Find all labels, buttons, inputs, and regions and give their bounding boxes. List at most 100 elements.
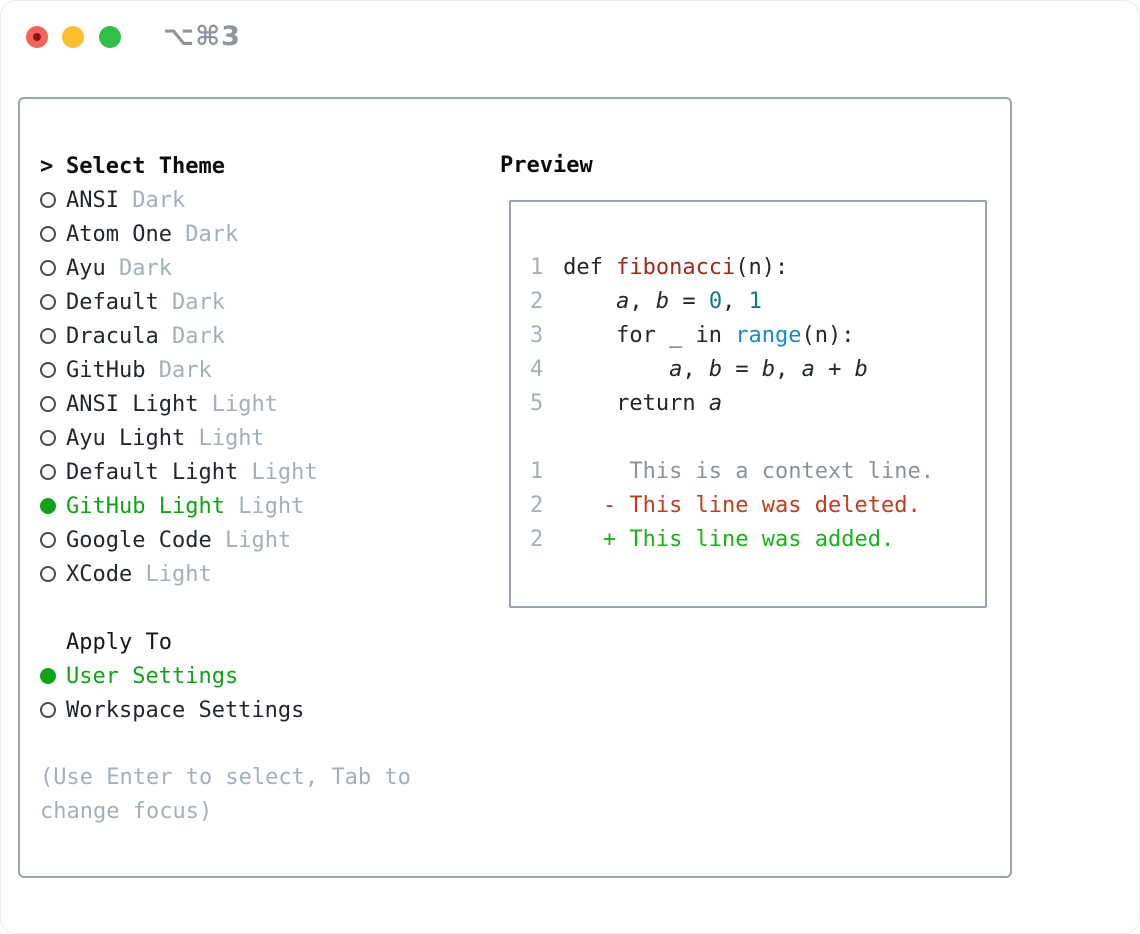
code-text: - This line was deleted. (563, 493, 921, 518)
code-line: 4 a, b = b, a + b (530, 353, 977, 387)
theme-name: XCode (66, 561, 146, 587)
theme-list-item[interactable]: XCode Light (40, 557, 480, 591)
code-line: 2 a, b = 0, 1 (530, 285, 977, 319)
titlebar: ⌥⌘3 (0, 0, 1140, 74)
theme-variant: Dark (132, 187, 186, 213)
line-number: 4 (530, 357, 544, 382)
code-line: 2 + This line was added. (530, 523, 977, 557)
radio-icon (40, 192, 56, 208)
theme-variant: Light (198, 425, 265, 451)
theme-list-item[interactable]: Default Dark (40, 285, 480, 319)
theme-list-item[interactable]: Atom One Dark (40, 217, 480, 251)
code-line: 3 for _ in range(n): (530, 319, 977, 353)
radio-icon (40, 226, 56, 242)
theme-list-item[interactable]: Default Light Light (40, 455, 480, 489)
theme-variant: Dark (185, 221, 239, 247)
radio-icon (40, 532, 56, 548)
radio-icon (40, 464, 56, 480)
spacer (40, 591, 480, 625)
theme-list-item[interactable]: ANSI Dark (40, 183, 480, 217)
theme-name: Default Light (66, 459, 252, 485)
theme-variant: Light (238, 493, 305, 519)
line-number: 2 (530, 527, 544, 552)
preview-box: 1 def fibonacci(n): 2 a, b = 0, 1 3 for _… (509, 200, 987, 608)
window-shortcut-title: ⌥⌘3 (163, 21, 241, 52)
theme-name: Google Code (66, 527, 225, 553)
apply-to-list: User Settings Workspace Settings (40, 659, 480, 727)
theme-list-item[interactable]: GitHub Dark (40, 353, 480, 387)
minimize-button[interactable] (62, 26, 84, 48)
close-button[interactable] (26, 26, 48, 48)
radio-icon (40, 396, 56, 412)
line-number: 2 (530, 493, 544, 518)
line-number: 5 (530, 391, 544, 416)
theme-list-item[interactable]: ANSI Light Light (40, 387, 480, 421)
code-text: a, b = b, a + b (669, 357, 868, 382)
theme-name: Ayu Light (66, 425, 199, 451)
select-theme-header-row: > Select Theme (40, 149, 480, 183)
line-number: 3 (530, 323, 544, 348)
theme-name: GitHub (66, 357, 159, 383)
keyboard-hint-text: (Use Enter to select, Tab to change focu… (40, 765, 411, 824)
theme-list-item[interactable]: Google Code Light (40, 523, 480, 557)
radio-icon (40, 362, 56, 378)
line-number: 1 (530, 255, 544, 280)
theme-variant: Light (211, 391, 278, 417)
theme-variant: Dark (158, 357, 212, 383)
select-theme-title: Select Theme (66, 153, 225, 179)
code-text: for _ in range(n): (563, 323, 855, 348)
code-preview: 1 def fibonacci(n): 2 a, b = 0, 1 3 for _… (530, 251, 977, 557)
prompt-caret-icon: > (40, 153, 54, 179)
apply-to-header-row: Apply To (40, 625, 480, 659)
apply-to-option-label: User Settings (66, 663, 239, 689)
code-text: This is a context line. (563, 459, 934, 484)
radio-icon (40, 430, 56, 446)
code-text: + This line was added. (563, 527, 895, 552)
theme-list-item[interactable]: GitHub Light Light (40, 489, 480, 523)
theme-variant: Dark (171, 323, 225, 349)
theme-name: Atom One (66, 221, 186, 247)
spacer (40, 727, 480, 761)
theme-variant: Dark (118, 255, 172, 281)
code-line: 2 - This line was deleted. (530, 489, 977, 523)
theme-variant: Light (251, 459, 318, 485)
theme-name: Ayu (66, 255, 119, 281)
preview-title: Preview (500, 153, 593, 178)
theme-variant: Light (145, 561, 212, 587)
theme-list-item[interactable]: Dracula Dark (40, 319, 480, 353)
apply-to-option[interactable]: Workspace Settings (40, 693, 480, 727)
apply-to-option-label: Workspace Settings (66, 697, 305, 723)
code-line: 1 def fibonacci(n): (530, 251, 977, 285)
code-line: 5 return a (530, 387, 977, 421)
code-text: return a (563, 391, 723, 416)
apply-to-option[interactable]: User Settings (40, 659, 480, 693)
radio-icon (40, 328, 56, 344)
theme-picker-column: > Select Theme ANSI Dark Atom One Dark A… (40, 149, 480, 829)
apply-to-title: Apply To (66, 629, 172, 655)
code-text: def fibonacci(n): (563, 255, 789, 280)
theme-variant: Dark (171, 289, 225, 315)
radio-icon (40, 566, 56, 582)
theme-list-item[interactable]: Ayu Dark (40, 251, 480, 285)
theme-name: ANSI Light (66, 391, 212, 417)
radio-icon (40, 668, 56, 684)
theme-name: GitHub Light (66, 493, 239, 519)
code-line (530, 421, 977, 455)
radio-icon (40, 260, 56, 276)
theme-name: Dracula (66, 323, 172, 349)
theme-name: ANSI (66, 187, 133, 213)
line-number (530, 421, 563, 455)
theme-picker-panel: > Select Theme ANSI Dark Atom One Dark A… (18, 97, 1012, 878)
line-number: 1 (530, 459, 544, 484)
theme-name: Default (66, 289, 172, 315)
code-text: a, b = 0, 1 (616, 289, 762, 314)
radio-icon (40, 702, 56, 718)
zoom-button[interactable] (99, 26, 121, 48)
theme-list-item[interactable]: Ayu Light Light (40, 421, 480, 455)
radio-icon (40, 294, 56, 310)
radio-icon (40, 498, 56, 514)
code-line: 1 This is a context line. (530, 455, 977, 489)
theme-variant: Light (224, 527, 292, 553)
line-number: 2 (530, 289, 544, 314)
